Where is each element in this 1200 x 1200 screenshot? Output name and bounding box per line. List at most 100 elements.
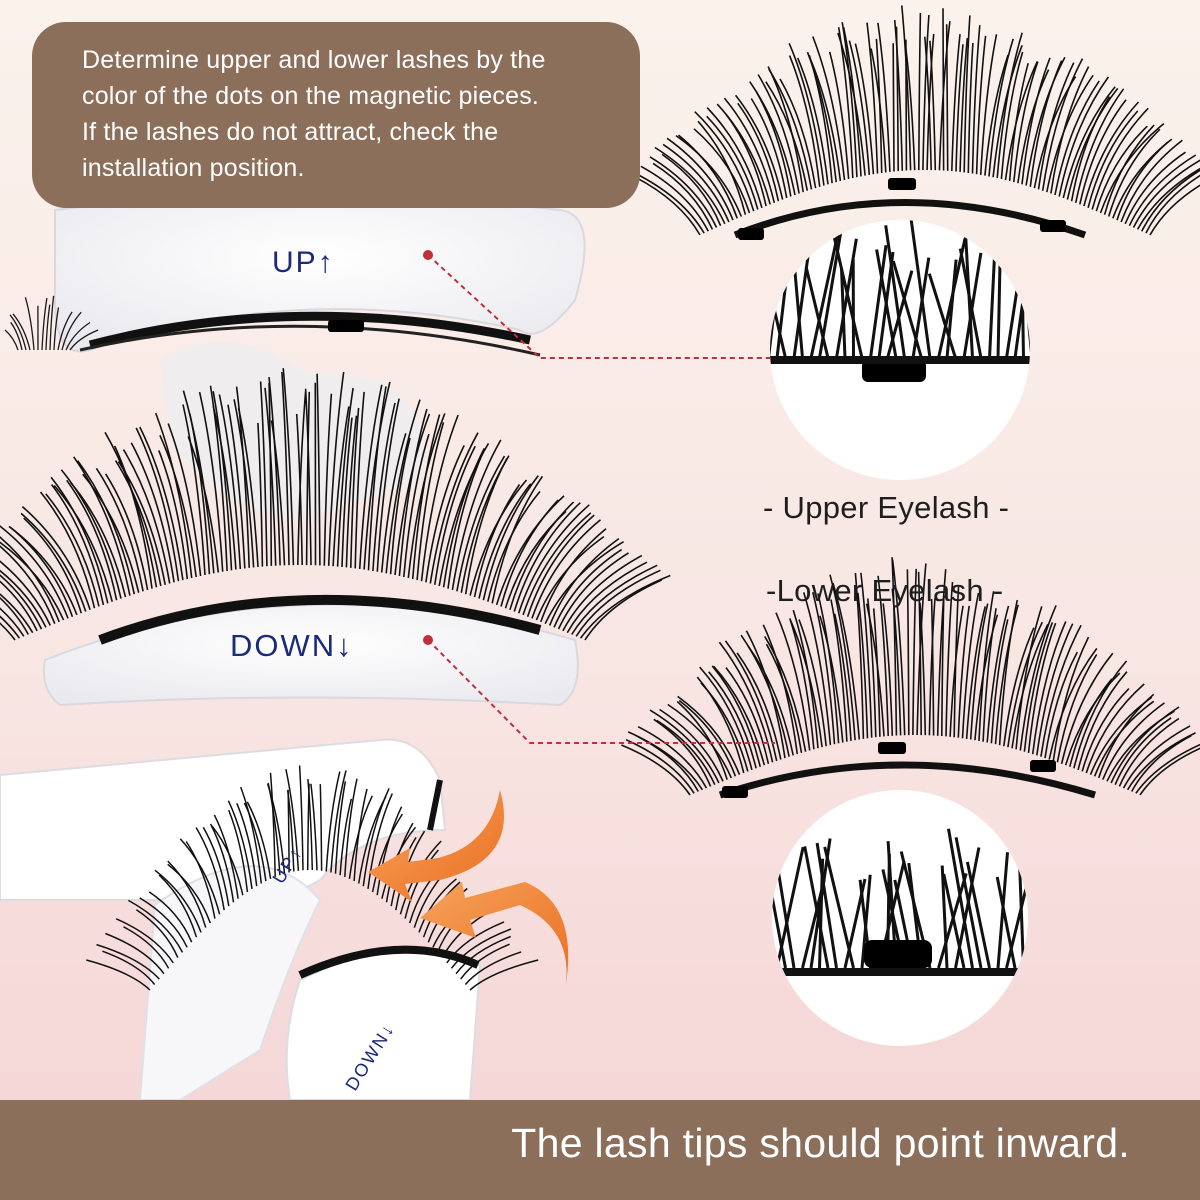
lash-hair (218, 394, 242, 570)
lash-hair (117, 461, 166, 585)
lash-hair (367, 793, 393, 889)
lash-hair (358, 384, 383, 570)
lash-hair (975, 35, 987, 175)
lash-hair (928, 597, 936, 736)
lash-hair (1050, 66, 1090, 194)
lash-hair (1004, 60, 1039, 181)
lash-hair (718, 641, 774, 763)
instruction-line: color of the dots on the magnetic pieces… (82, 82, 540, 110)
lash-hair (693, 128, 751, 214)
lash-hair (50, 476, 109, 604)
lash-hair (736, 652, 782, 760)
lash-hair (286, 790, 295, 872)
holder-up-label: UP↑ (272, 246, 335, 279)
lash-hair (1074, 88, 1125, 203)
lash-hair (775, 612, 811, 751)
lash-hair (860, 572, 873, 738)
lash-hair (765, 643, 803, 754)
lash-hair (212, 405, 237, 570)
orange-curved-arrow (368, 790, 504, 902)
lash-hair (772, 880, 787, 969)
lash-hair (711, 665, 761, 767)
lash-hair (469, 959, 539, 991)
lash-hair (765, 81, 809, 191)
lash-hair (447, 449, 485, 589)
lash-hair (955, 44, 964, 172)
lash-hair (954, 837, 983, 969)
lash-hair (60, 469, 122, 599)
lash-hair (677, 134, 738, 219)
lash-hair (227, 800, 253, 889)
lash-hair (420, 414, 459, 582)
lash-hair (1114, 717, 1172, 786)
lash-hair (882, 603, 894, 736)
lash-hair (912, 568, 917, 736)
lash-hair (789, 619, 823, 748)
lash-hair (922, 14, 930, 171)
lash-hair (945, 24, 949, 171)
lash-hair (1052, 636, 1090, 762)
lash-hair (429, 432, 479, 584)
lower-eyelash-magnified (772, 790, 1028, 1046)
lash-hair (0, 569, 47, 628)
lash-hair (1135, 743, 1200, 794)
lash-hair (548, 537, 620, 626)
lash-hair (865, 603, 885, 737)
lash-hair (1017, 856, 1025, 969)
lash-hair (817, 593, 840, 744)
lash-hair (627, 731, 704, 791)
lash-hair (930, 598, 935, 736)
lash-hair (1003, 627, 1035, 747)
lash-hair (854, 43, 875, 175)
lash-hair (666, 137, 734, 221)
instruction-line: Determine upper and lower lashes by the (82, 46, 546, 74)
lash-hair (350, 407, 360, 568)
lash-hair (135, 427, 180, 582)
lash-hair (243, 802, 267, 882)
lash-hair (482, 475, 539, 601)
lash-hair (158, 874, 198, 938)
lash-hair (148, 891, 193, 943)
lash-hair (50, 484, 105, 606)
lash-hair (319, 784, 323, 871)
lash-hair (478, 483, 532, 599)
lash-hair (988, 38, 1014, 177)
upper-eyelash-strip (630, 5, 1200, 236)
lash-hair (584, 579, 663, 641)
lash-hair (965, 861, 991, 969)
lash-hair (1107, 128, 1161, 217)
lash-hair (20, 512, 87, 612)
lash-hair (652, 162, 714, 230)
lash-hair (354, 391, 365, 569)
lash-hair (45, 304, 51, 351)
lash-hair (179, 838, 221, 915)
lash-hair (115, 918, 174, 964)
lash-hair (1027, 622, 1057, 753)
lash-hair (456, 455, 506, 592)
lash-hair (857, 592, 869, 739)
lash-hair (345, 415, 358, 568)
lash-hair (1116, 141, 1169, 221)
lash-hair (198, 391, 224, 572)
lash-hair (114, 460, 162, 587)
lash-hair (66, 479, 118, 601)
lash-hair (870, 48, 887, 173)
lash-hair (53, 484, 113, 602)
lash-hair (45, 493, 100, 607)
lash-hair (982, 608, 997, 742)
lash-hair (837, 32, 866, 176)
lash-hair (892, 43, 895, 172)
lash-hair (779, 78, 817, 189)
lash-hair (1007, 621, 1044, 748)
lash-hair (990, 619, 1009, 744)
lash-hair (1132, 159, 1200, 228)
lash-hair (723, 97, 776, 203)
lash-hair (662, 143, 730, 223)
lash-hair (926, 33, 935, 171)
lash-hair (1041, 240, 1046, 358)
lash-hair (380, 433, 407, 573)
lash-hair (8, 525, 78, 616)
lash-hair (195, 827, 225, 911)
lash-hair (924, 36, 932, 171)
lash-hair (102, 950, 156, 985)
